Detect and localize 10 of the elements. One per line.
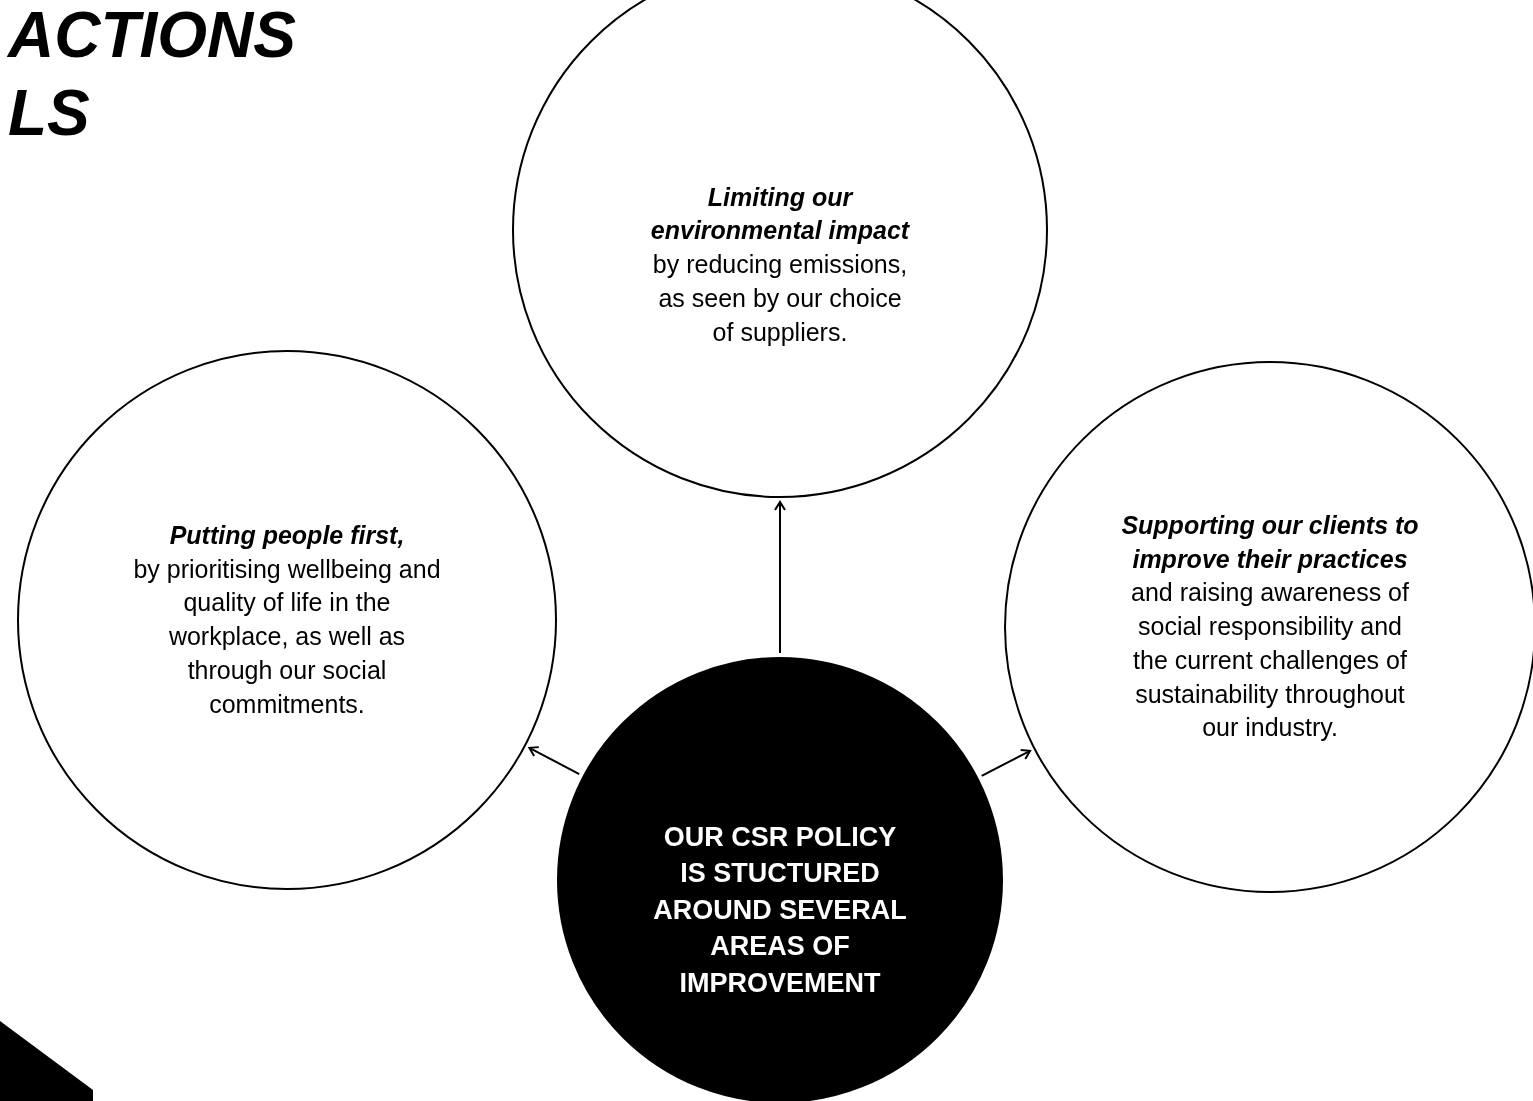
arrow (980, 749, 1032, 777)
heading-text: LS (8, 78, 91, 149)
topic-heading: Putting people first, (168, 519, 406, 551)
center-text: OUR CSR POLICY IS STUCTURED AROUND SEVERAL AREAS OF IMPROVEMENT (652, 820, 908, 1000)
topic-description: and raising awareness of social responsibility and the current challenges of sustainability throughout our industry. (1130, 577, 1410, 744)
arrow (774, 501, 786, 654)
arrow (528, 746, 581, 776)
topic-description: by reducing emissions, as seen by our choice of suppliers. (651, 249, 909, 348)
heading-text: ACTIONS (8, 0, 297, 71)
topic-description: by prioritising wellbeing and quality of life in the workplace, as well as through our social commitments. (132, 553, 442, 720)
